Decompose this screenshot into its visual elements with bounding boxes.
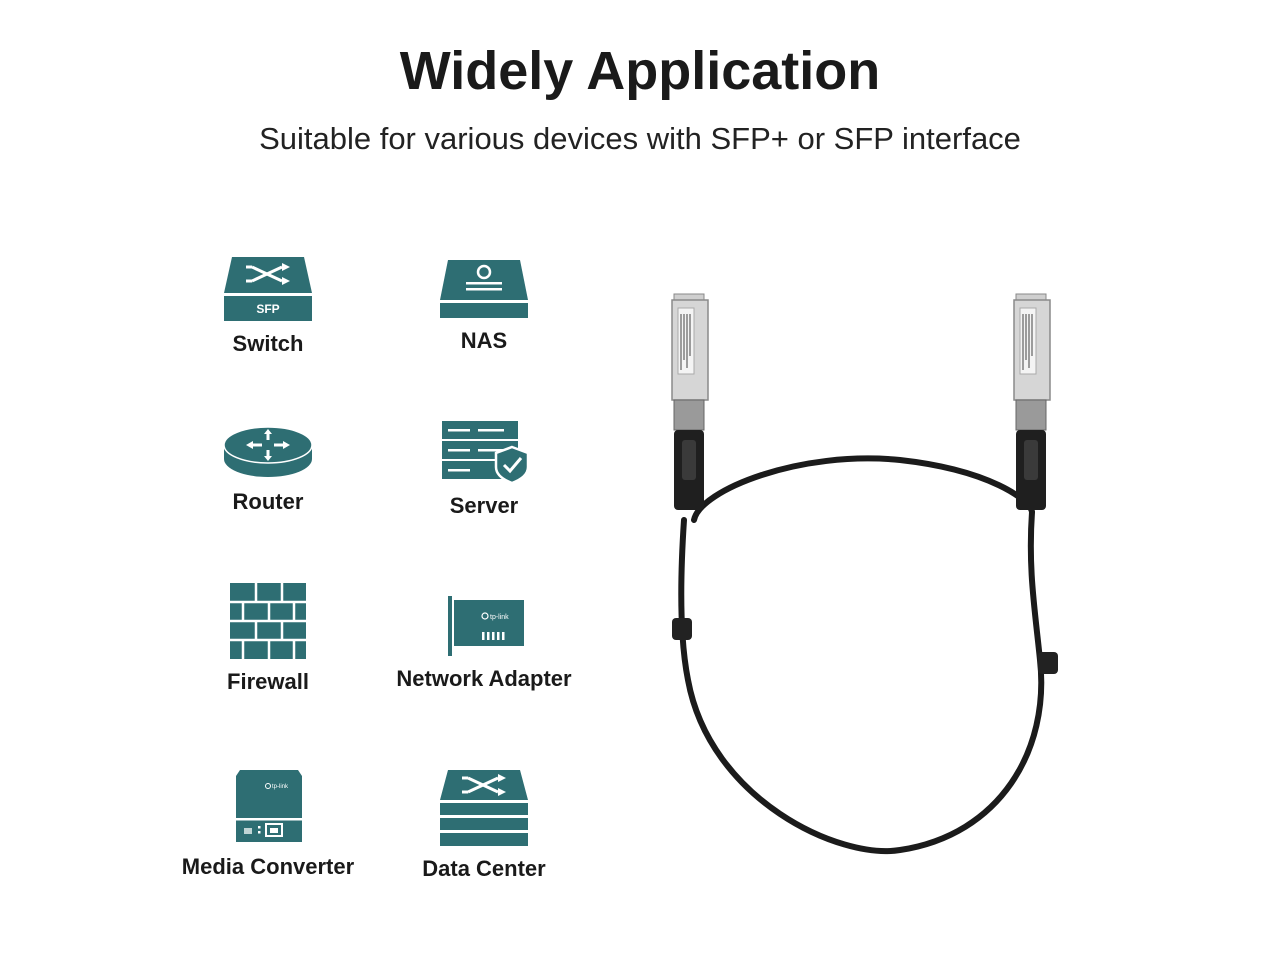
page-subtitle: Suitable for various devices with SFP+ o… [259, 121, 1021, 156]
device-label: Firewall [227, 669, 309, 694]
cable-clip-right [1038, 652, 1058, 674]
server-icon [442, 421, 530, 485]
device-nas: NAS [374, 258, 594, 354]
device-label: Network Adapter [396, 666, 572, 691]
sfp-connector-left [671, 293, 709, 510]
data-center-icon [440, 770, 528, 846]
router-icon [223, 426, 313, 477]
tp-link-logo-text: tp-link [272, 784, 289, 790]
device-switch: SFP Switch [158, 255, 378, 357]
cable-clip-left [672, 618, 692, 640]
device-data-center: Data Center [374, 768, 594, 882]
device-server: Server [374, 419, 594, 519]
nas-icon [440, 260, 528, 318]
sfp-dac-cable-image [671, 293, 1058, 854]
device-network-adapter: tp-link Network Adapter [374, 592, 594, 692]
switch-icon: SFP [224, 257, 312, 321]
device-firewall: Firewall [158, 581, 378, 695]
sfp-badge-text: SFP [256, 302, 279, 316]
device-label: Switch [232, 331, 304, 356]
device-label: Media Converter [181, 854, 355, 879]
device-router: Router [158, 421, 378, 515]
cable-loop [678, 455, 1045, 854]
device-label: Router [232, 489, 304, 514]
network-adapter-icon: tp-link [448, 596, 524, 656]
sfp-connector-right [1013, 293, 1051, 510]
tp-link-logo-text: tp-link [490, 614, 509, 621]
device-label: Server [449, 493, 519, 518]
page-title: Widely Application [399, 41, 881, 101]
device-label: NAS [460, 328, 508, 353]
device-label: Data Center [422, 856, 546, 881]
media-converter-icon: tp-link [236, 770, 302, 842]
firewall-icon [230, 583, 306, 659]
device-media-converter: tp-link Media Converter [158, 766, 378, 880]
